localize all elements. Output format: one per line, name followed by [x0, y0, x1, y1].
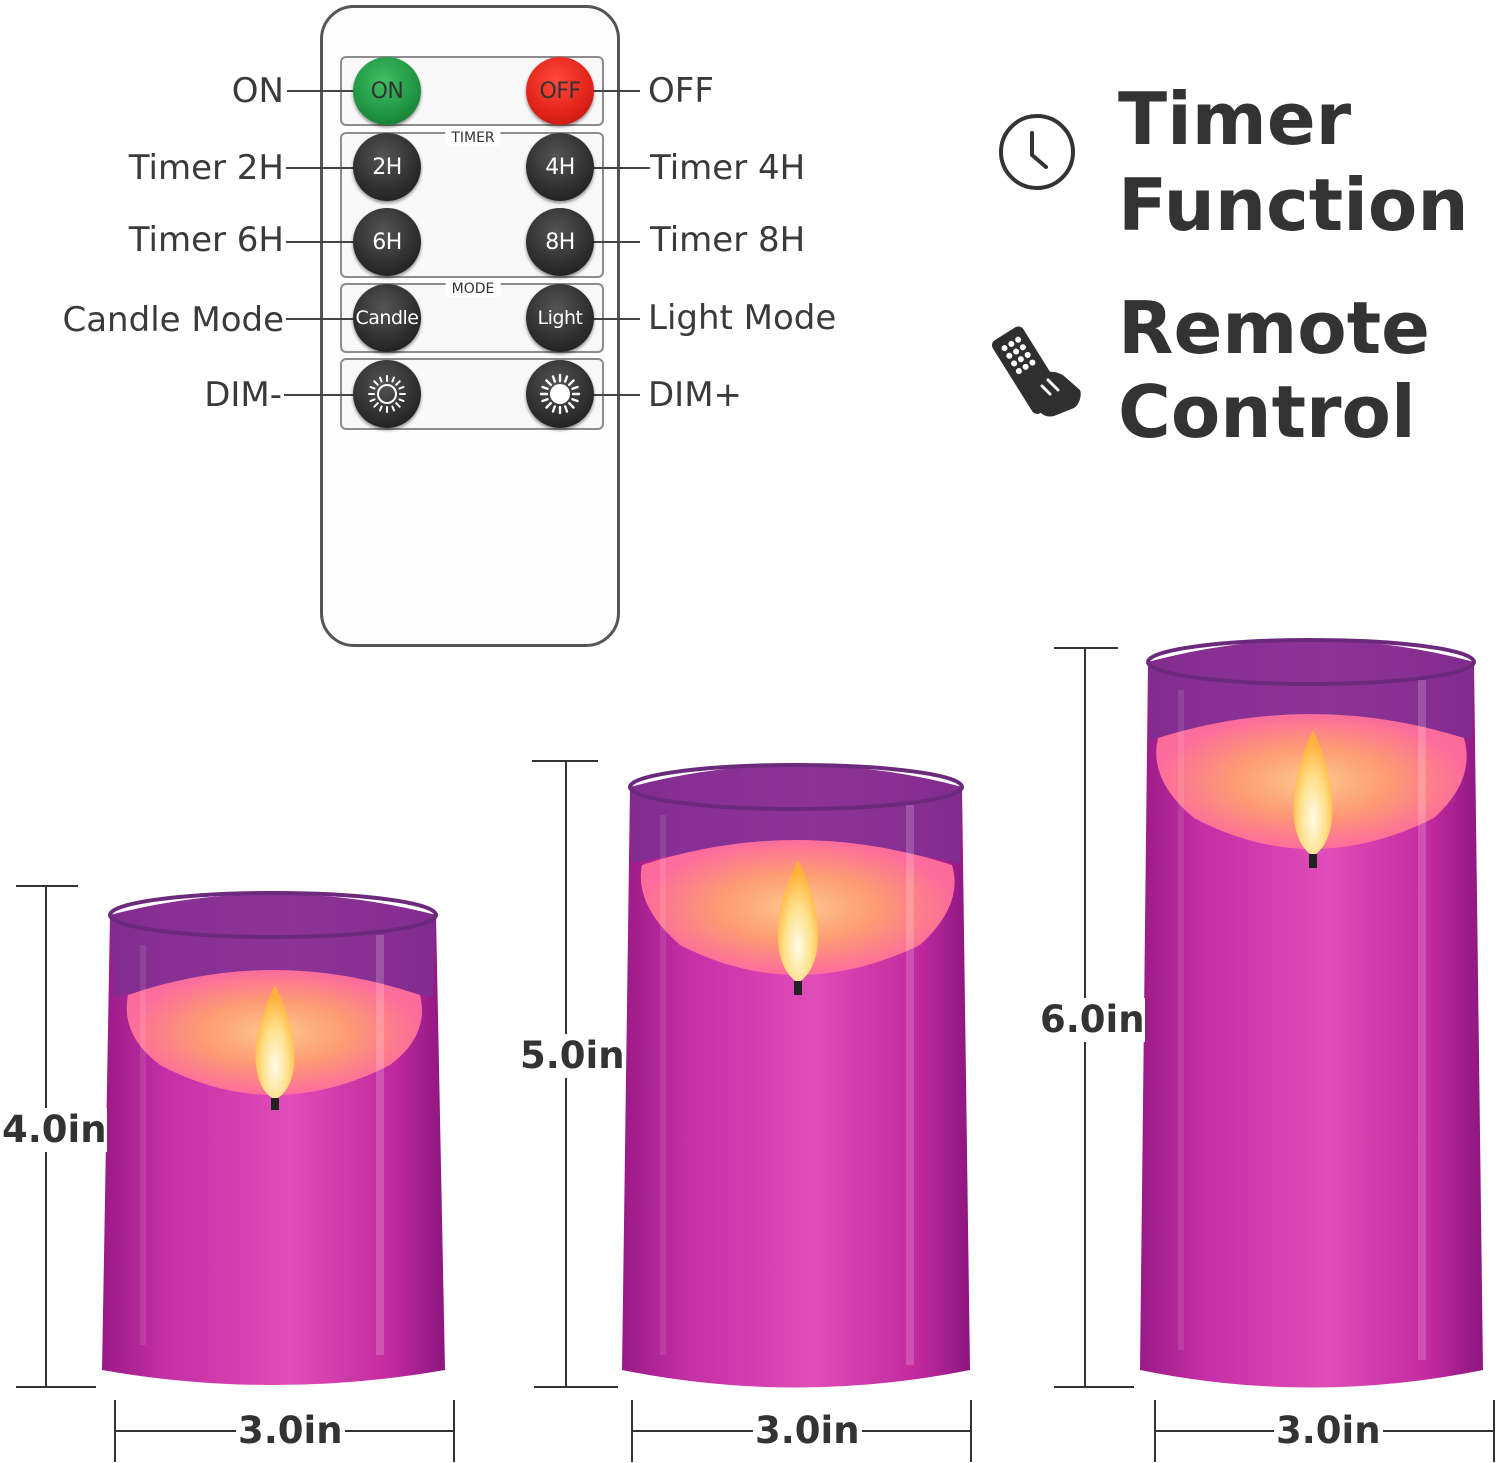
- dim-plus-button[interactable]: [526, 360, 594, 428]
- timer-4h-label: Timer 4H: [650, 148, 806, 188]
- height-tick-top-3: [1054, 647, 1118, 649]
- remote-hand-icon: [991, 326, 1081, 417]
- remote-control-line1: Remote: [1118, 286, 1431, 370]
- brightness-low-icon: [368, 375, 406, 413]
- height-tick-bottom-1: [16, 1386, 96, 1388]
- dim-minus-label: DIM-: [204, 375, 282, 415]
- off-button[interactable]: OFF: [526, 57, 594, 125]
- candle-small: [102, 891, 445, 1385]
- height-label-1: 4.0in: [2, 1108, 107, 1152]
- width-label-1: 3.0in: [236, 1409, 345, 1453]
- timer-8h-label: Timer 8H: [650, 220, 806, 260]
- on-button[interactable]: ON: [353, 57, 421, 125]
- candle-mode-label: Candle Mode: [62, 300, 284, 340]
- dim-plus-label: DIM+: [648, 375, 743, 415]
- timer-4h-button[interactable]: 4H: [526, 133, 594, 201]
- width-label-3: 3.0in: [1274, 1409, 1383, 1453]
- brightness-high-icon: [539, 373, 581, 415]
- light-mode-leader-line: [560, 318, 640, 320]
- timer-8h-leader-line: [560, 241, 640, 243]
- candle-medium: [622, 763, 970, 1388]
- timer-2h-button[interactable]: 2H: [353, 133, 421, 201]
- on-label: ON: [231, 71, 284, 111]
- off-leader-line: [560, 90, 640, 92]
- candle-mode-leader-line: [286, 318, 386, 320]
- timer-4h-leader-line: [560, 167, 650, 169]
- candle-mode-button[interactable]: Candle: [353, 284, 421, 352]
- height-label-2: 5.0in: [520, 1034, 625, 1078]
- dim-minus-button[interactable]: [353, 360, 421, 428]
- timer-6h-button[interactable]: 6H: [353, 208, 421, 276]
- timer-6h-label: Timer 6H: [128, 220, 284, 260]
- remote-control-line2: Control: [1118, 370, 1416, 454]
- height-tick-top-1: [16, 885, 78, 887]
- height-tick-bottom-2: [534, 1386, 618, 1388]
- height-label-3: 6.0in: [1040, 998, 1145, 1042]
- timer-function-line1: Timer: [1118, 77, 1352, 161]
- timer-function-line2: Function: [1118, 163, 1469, 247]
- timer-2h-leader-line: [286, 167, 386, 169]
- on-leader-line: [287, 90, 387, 92]
- mode-section-title: MODE: [445, 281, 501, 297]
- dim-minus-leader-line: [284, 394, 386, 396]
- width-label-2: 3.0in: [753, 1409, 862, 1453]
- light-mode-label: Light Mode: [648, 298, 837, 338]
- timer-6h-leader-line: [286, 241, 386, 243]
- timer-2h-label: Timer 2H: [128, 148, 284, 188]
- light-mode-button[interactable]: Light: [526, 284, 594, 352]
- timer-section-title: TIMER: [445, 130, 501, 146]
- timer-8h-button[interactable]: 8H: [526, 208, 594, 276]
- clock-icon: [999, 114, 1075, 190]
- candle-large: [1140, 638, 1483, 1388]
- dim-plus-leader-line: [560, 394, 640, 396]
- height-tick-bottom-3: [1054, 1386, 1134, 1388]
- off-label: OFF: [648, 71, 714, 111]
